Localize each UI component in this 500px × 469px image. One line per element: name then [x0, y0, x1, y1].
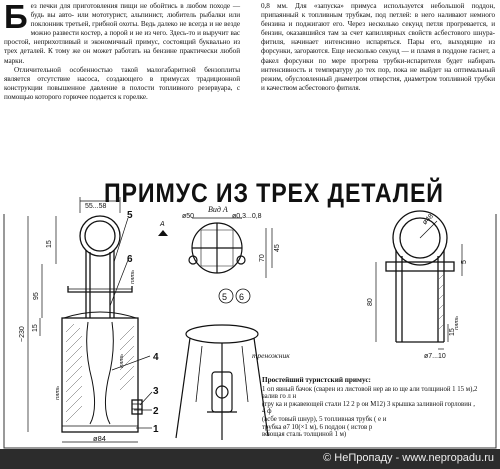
tank-hatching	[65, 323, 135, 423]
dim-03-08: ø0,3...0,8	[232, 213, 262, 220]
part-number: 3	[153, 386, 159, 397]
article-paragraph: ез печки для приготовления пищи не обойт…	[4, 2, 240, 65]
part-number: 5	[222, 292, 227, 302]
part-number: 6	[127, 254, 133, 265]
legend-line: трубка ø7 10(×1 м), 6 поддон ( истов р	[262, 423, 373, 431]
tripod	[175, 324, 269, 440]
part-number: 4	[153, 352, 159, 363]
circled-part-numbers	[218, 288, 251, 304]
legend-line: (асбе товый шнур), 5 топливная трубк ( е…	[262, 415, 387, 423]
dim-7-10: ø7...10	[424, 353, 446, 360]
legend-line: веющая сталь толщиной 1 м)	[262, 431, 347, 439]
footer-bar: © НеПропаду - www.nepropadu.ru	[0, 449, 500, 469]
legend-line: (тру ка и ржавеющей стали 12 2 р ои М12)…	[262, 400, 475, 416]
tube-hatching	[437, 273, 445, 331]
article-paragraph: 0,8 мм. Для «запуска» примуса использует…	[261, 2, 495, 92]
right-dimensions	[375, 244, 463, 350]
left-dimensions	[27, 197, 138, 443]
dim-50: ø50	[182, 213, 194, 220]
dim-15: 15	[46, 240, 53, 248]
view-a-label: Вид А	[208, 205, 228, 214]
part-leaders	[109, 217, 153, 429]
drawing-frame	[3, 214, 497, 449]
solder-label: пять	[129, 270, 136, 284]
solder-label: пять	[54, 386, 61, 400]
solder-label: пять	[118, 354, 125, 368]
dim-15c: 15	[449, 328, 456, 336]
dim-95: 95	[33, 292, 40, 300]
primus-side-view	[61, 215, 143, 433]
middle-dimensions	[265, 228, 273, 278]
part-number: 5	[127, 210, 133, 221]
page-title: ПРИМУС ИЗ ТРЕХ ДЕТАЛЕЙ	[104, 178, 444, 208]
part-number: 2	[153, 406, 159, 417]
dim-45: 45	[274, 244, 281, 252]
part-number: 6	[239, 292, 244, 302]
article-left-column: Б ез печки для приготовления пищи не обо…	[4, 0, 240, 102]
watermark: © НеПропаду - www.nepropadu.ru	[323, 452, 494, 464]
legend: Простейший туристский примус: 1 оп явный…	[262, 376, 480, 439]
legend-line: 1 оп явный бачок (сварен из листовой нер…	[262, 385, 478, 401]
dim-84: ø84	[93, 434, 106, 443]
dim-80: 80	[367, 298, 374, 306]
view-arrow-icon	[158, 230, 168, 236]
part-number: 1	[153, 424, 159, 435]
dim-5: 5	[461, 260, 468, 264]
dim-55-58: 55...58	[85, 203, 107, 210]
dim-230: ~230	[19, 326, 26, 342]
article-paragraph: Отличительной особенностью такой малогаб…	[4, 65, 240, 101]
view-a-nozzle	[188, 222, 246, 274]
legend-title: Простейший туристский примус:	[262, 376, 371, 384]
article-right-column: 0,8 мм. Для «запуска» примуса использует…	[261, 2, 495, 93]
view-arrow-label: А	[159, 221, 165, 228]
drop-cap: Б	[4, 0, 28, 35]
primus-front-view	[385, 210, 455, 343]
tripod-label: треножник	[252, 351, 290, 360]
dim-15b: 15	[32, 324, 39, 332]
solder-label: пять	[453, 316, 460, 330]
dim-70: 70	[259, 254, 266, 262]
